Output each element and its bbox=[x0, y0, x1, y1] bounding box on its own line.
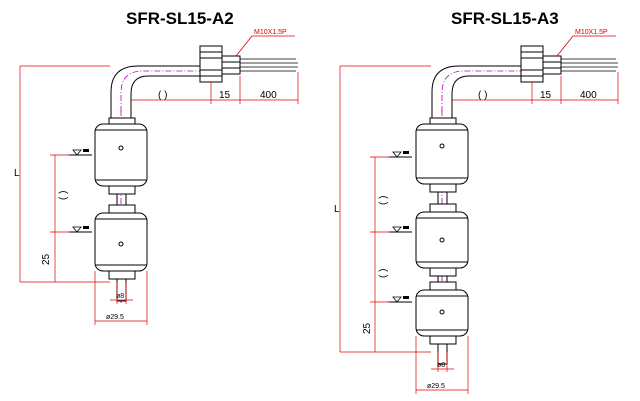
diameter-dimensions-a2 bbox=[94, 271, 148, 325]
thread-spec-a2: M10X1.5P bbox=[254, 29, 287, 36]
float-lower-a3 bbox=[415, 281, 469, 345]
fitting-nut-a2 bbox=[199, 45, 241, 83]
tube-outer-a3 bbox=[431, 65, 521, 118]
float-middle-a3 bbox=[415, 203, 469, 277]
horizontal-dimensions-a2 bbox=[131, 72, 299, 104]
lead-wires-a2 bbox=[240, 58, 298, 72]
dim-float-spacing-lower-a3: ( ) bbox=[378, 269, 389, 278]
dim-arc-length-a2: ( ) bbox=[158, 90, 167, 101]
drawing-sfr-sl15-a3: SFR-SL15-A3 M10X1.5P bbox=[334, 9, 619, 394]
dim-400-a2: 400 bbox=[260, 90, 277, 101]
dim-15-a3: 15 bbox=[540, 90, 552, 101]
dim-length-l-a3: L bbox=[334, 204, 340, 215]
thread-spec-a3: M10X1.5P bbox=[575, 29, 608, 36]
dim-float-spacing-a2: ( ) bbox=[58, 191, 69, 200]
float-upper-a3 bbox=[415, 117, 469, 193]
dim-stem-diameter-a2: ø8 bbox=[116, 293, 124, 300]
fitting-nut-a3 bbox=[520, 45, 562, 83]
tube-inner-a2 bbox=[130, 75, 200, 118]
drawing-sfr-sl15-a2: SFR-SL15-A2 M10X1.5P bbox=[14, 9, 299, 325]
tube-centerline-a3 bbox=[441, 70, 521, 112]
model-title-a3: SFR-SL15-A3 bbox=[451, 9, 559, 28]
tube-inner-a3 bbox=[451, 75, 521, 118]
dim-float-diameter-a3: ø29.5 bbox=[427, 383, 445, 390]
horizontal-dimensions-a3 bbox=[452, 72, 619, 104]
dim-float-diameter-a2: ø29.5 bbox=[106, 314, 124, 321]
thread-leader-a2 bbox=[235, 35, 253, 57]
diameter-dimensions-a3 bbox=[415, 336, 469, 394]
dim-float-spacing-upper-a3: ( ) bbox=[378, 196, 389, 205]
water-level-icon bbox=[388, 296, 412, 303]
tube-centerline-a2 bbox=[120, 70, 200, 112]
water-level-icon bbox=[68, 226, 92, 233]
dim-length-l-a2: L bbox=[14, 168, 20, 179]
water-level-icon bbox=[388, 226, 412, 233]
dim-400-a3: 400 bbox=[580, 90, 597, 101]
model-title-a2: SFR-SL15-A2 bbox=[126, 9, 234, 28]
thread-leader-a3 bbox=[556, 35, 574, 57]
dim-25-a3: 25 bbox=[362, 322, 373, 334]
lead-wires-a3 bbox=[561, 58, 618, 72]
tube-outer-a2 bbox=[110, 65, 200, 118]
dim-25-a2: 25 bbox=[41, 253, 52, 265]
float-lower-a2 bbox=[94, 204, 148, 280]
dim-15-a2: 15 bbox=[219, 90, 231, 101]
water-level-icon bbox=[68, 149, 92, 156]
water-level-icon bbox=[388, 151, 412, 158]
vertical-dimensions-a2 bbox=[19, 65, 110, 283]
stem-end-a3 bbox=[437, 343, 448, 365]
dim-stem-diameter-a3: ø8 bbox=[437, 362, 445, 369]
dim-arc-length-a3: ( ) bbox=[478, 90, 487, 101]
float-upper-a2 bbox=[94, 117, 148, 195]
